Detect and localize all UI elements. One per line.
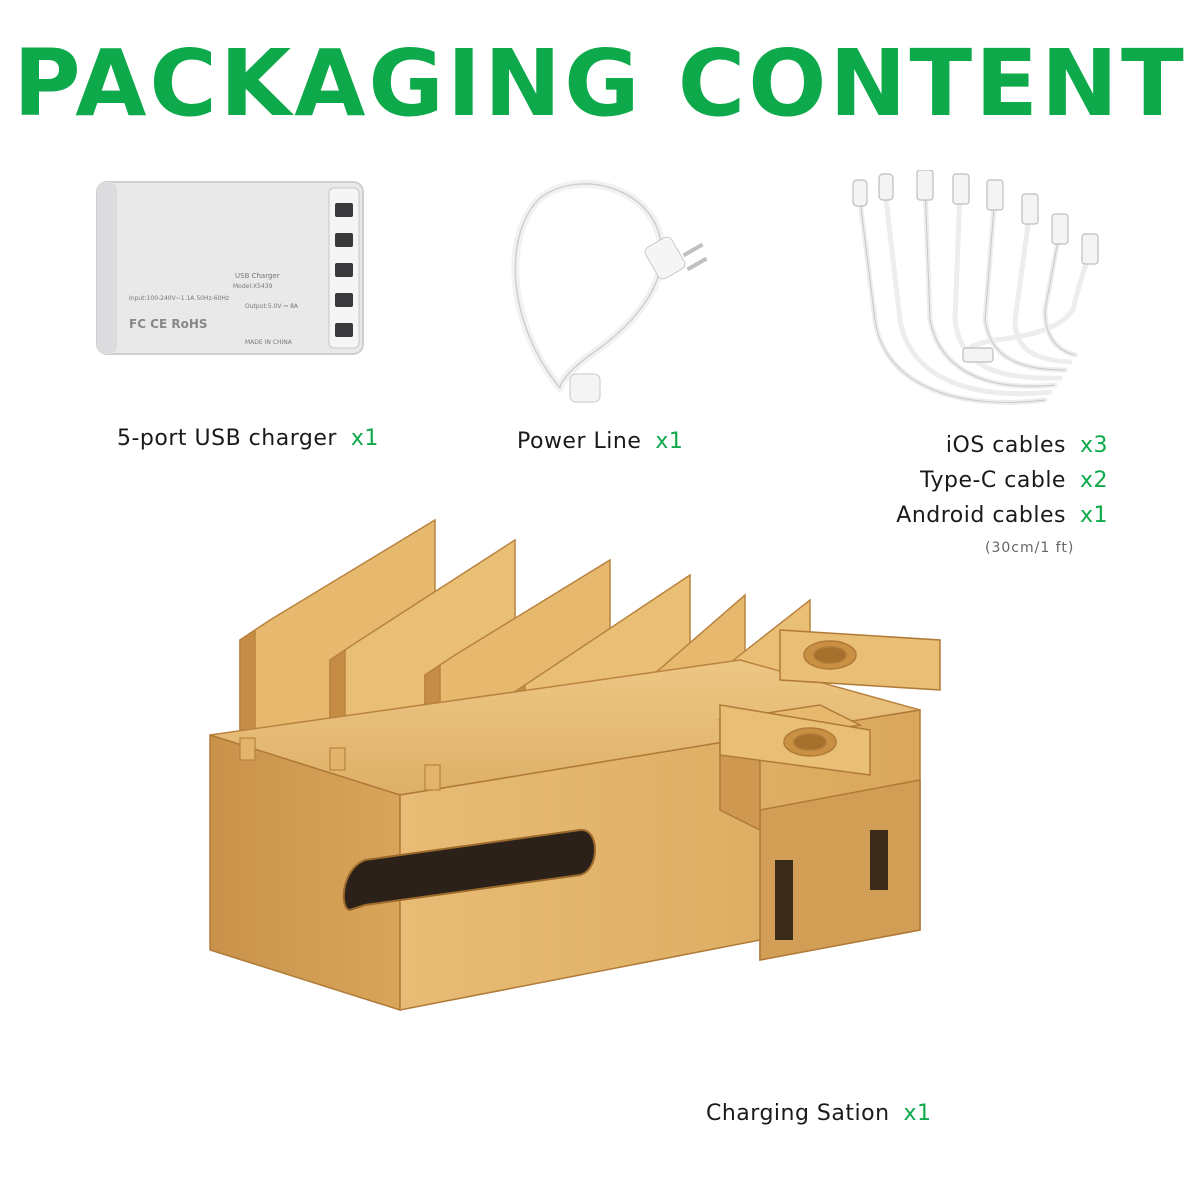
- ios-cables-name: iOS cables: [945, 433, 1066, 458]
- charger-name: 5-port USB charger: [117, 426, 337, 451]
- charger-marking-output: Output:5.0V ⎓ 8A: [245, 303, 299, 310]
- charger-label: 5-port USB charger x1: [117, 426, 379, 451]
- typec-cable-qty: x2: [1079, 468, 1108, 493]
- usb-charger-image: USB Charger Model:X5439 Input:100-240V~1…: [96, 181, 364, 355]
- android-cables-name: Android cables: [896, 503, 1066, 528]
- ios-cables-label: iOS cables x3: [946, 433, 1108, 458]
- charger-marking-input: Input:100-240V~1.1A 50Hz-60Hz: [129, 295, 229, 302]
- power-line-label: Power Line x1: [517, 429, 683, 454]
- power-line-qty: x1: [655, 429, 684, 454]
- typec-cable-name: Type-C cable: [919, 468, 1066, 493]
- charger-marking-made: MADE IN CHINA: [245, 339, 293, 346]
- ios-cables-qty: x3: [1079, 433, 1108, 458]
- typec-cable-label: Type-C cable x2: [920, 468, 1108, 493]
- power-line-image: [511, 180, 708, 403]
- station-name: Charging Sation: [706, 1101, 890, 1126]
- cables-image: [852, 170, 1099, 405]
- android-cables-qty: x1: [1079, 503, 1108, 528]
- station-label: Charging Sation x1: [706, 1101, 932, 1126]
- station-qty: x1: [903, 1101, 932, 1126]
- power-line-name: Power Line: [517, 429, 642, 454]
- charger-qty: x1: [350, 426, 379, 451]
- cable-length-note: (30cm/1 ft): [985, 540, 1075, 556]
- charger-marking-certs: FC CE RoHS: [129, 317, 208, 331]
- android-cables-label: Android cables x1: [896, 503, 1108, 528]
- charger-marking-title: USB Charger: [235, 272, 280, 280]
- charger-marking-model: Model:X5439: [233, 283, 273, 290]
- page-title: PACKAGING CONTENT: [13, 30, 1187, 137]
- charging-station-image: [209, 518, 941, 1012]
